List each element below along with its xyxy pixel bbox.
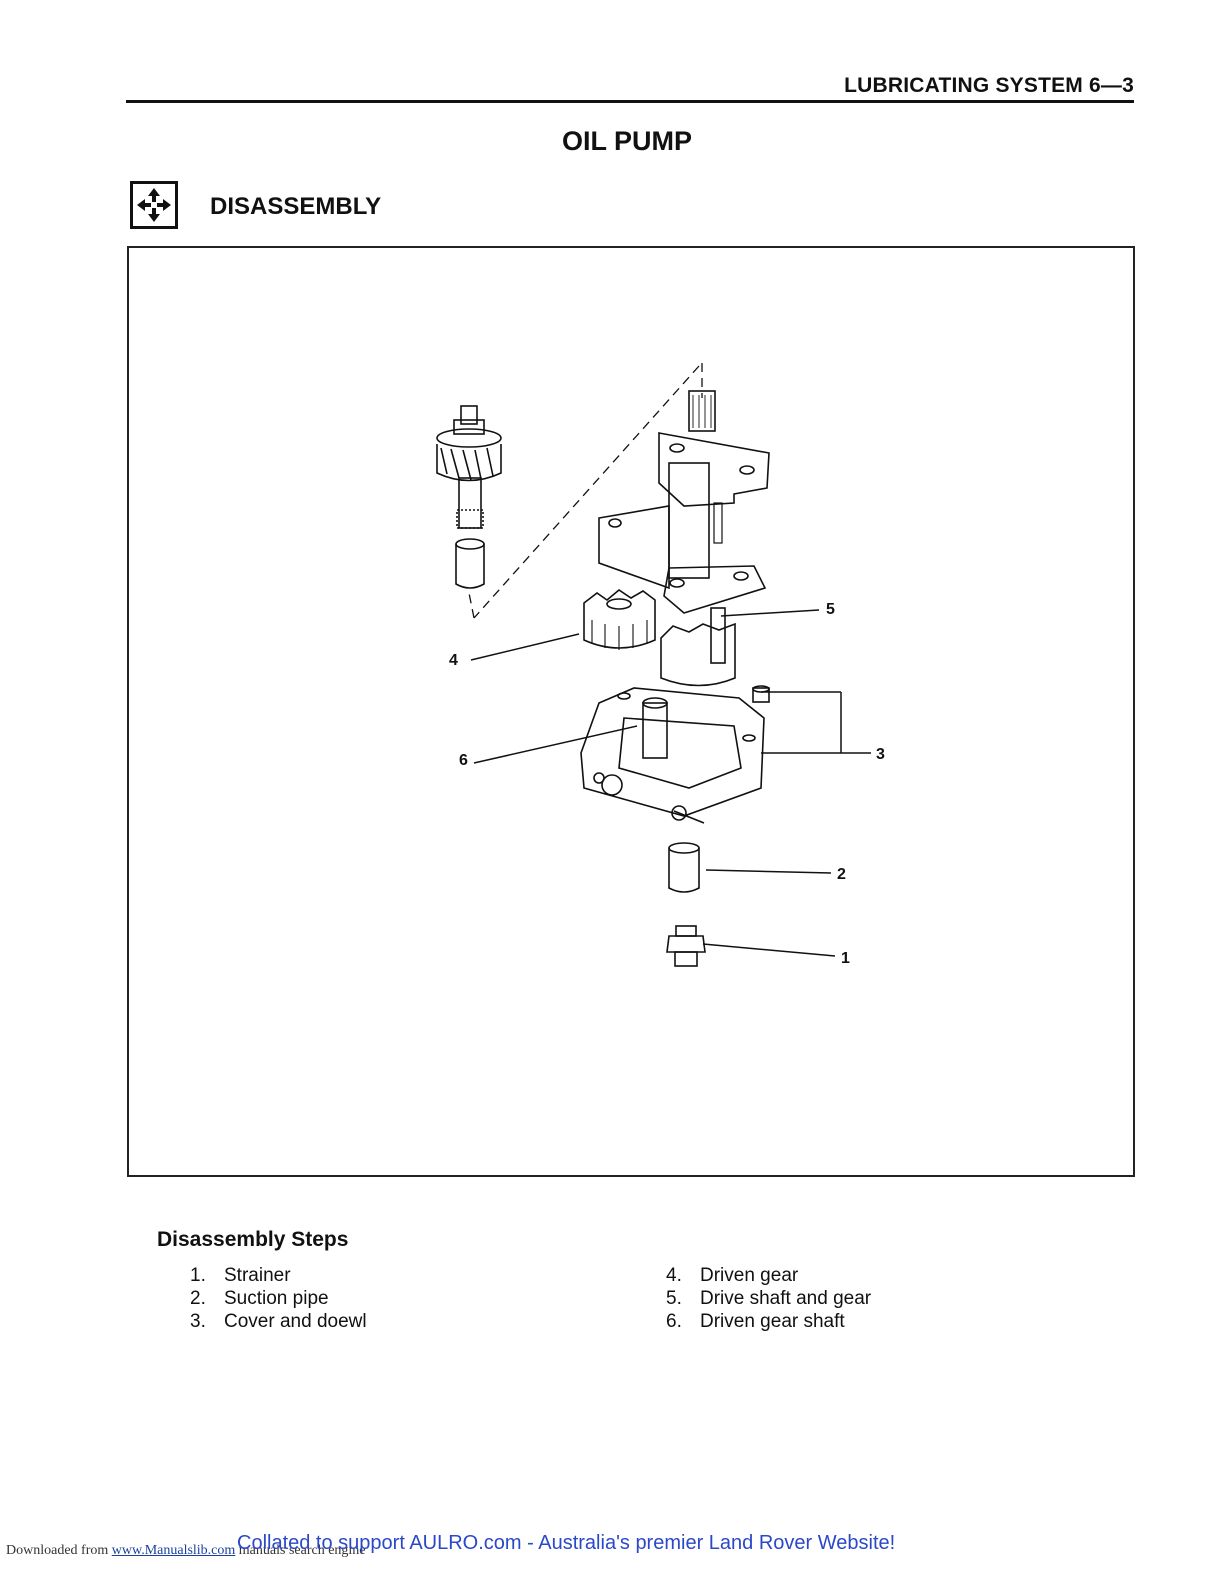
strainer-illustration [666, 925, 706, 967]
header-rule [126, 100, 1134, 103]
leader-lines [470, 609, 871, 957]
suction-pipe-illustration [668, 842, 700, 893]
manualslib-link[interactable]: www.Manualslib.com [111, 1543, 236, 1558]
callout-6: 6 [459, 752, 468, 769]
dowel-illustration [752, 685, 770, 703]
callout-1: 1 [841, 950, 850, 967]
callout-5: 5 [826, 601, 835, 618]
disassembly-arrows-icon [130, 181, 178, 229]
step-item: 5.Drive shaft and gear [666, 1288, 872, 1309]
dashed-guide [468, 363, 703, 619]
page-title: OIL PUMP [561, 126, 693, 156]
step-item: 3.Cover and doewl [190, 1311, 367, 1332]
footer-download-note: Downloaded from www.Manualslib.com manua… [6, 1543, 366, 1558]
drive-shaft-illustration [598, 390, 770, 687]
driven-gear-illustration [583, 589, 656, 650]
pump-body-illustration [580, 687, 765, 824]
step-label: Strainer [224, 1265, 291, 1286]
step-label: Drive shaft and gear [700, 1288, 872, 1309]
step-item: 6.Driven gear shaft [666, 1311, 845, 1332]
callout-4: 4 [449, 652, 458, 669]
step-item: 4.Driven gear [666, 1265, 799, 1286]
step-label: Driven gear shaft [700, 1311, 845, 1332]
step-item: 1.Strainer [190, 1265, 291, 1286]
exploded-view-figure: 1 2 3 4 5 6 [127, 246, 1135, 1177]
callout-2: 2 [837, 866, 846, 883]
step-label: Suction pipe [224, 1288, 329, 1309]
footer-collated-note: Collated to support AULRO.com - Australi… [237, 1532, 896, 1554]
upper-drive-gear-illustration [436, 405, 502, 589]
step-label: Cover and doewl [224, 1311, 367, 1332]
steps-heading: Disassembly Steps [157, 1228, 349, 1251]
step-label: Driven gear [700, 1265, 799, 1286]
step-item: 2.Suction pipe [190, 1288, 329, 1309]
header-section-title: LUBRICATING SYSTEM 6—3 [844, 74, 1134, 97]
section-title: DISASSEMBLY [210, 193, 382, 220]
callout-3: 3 [876, 746, 885, 763]
